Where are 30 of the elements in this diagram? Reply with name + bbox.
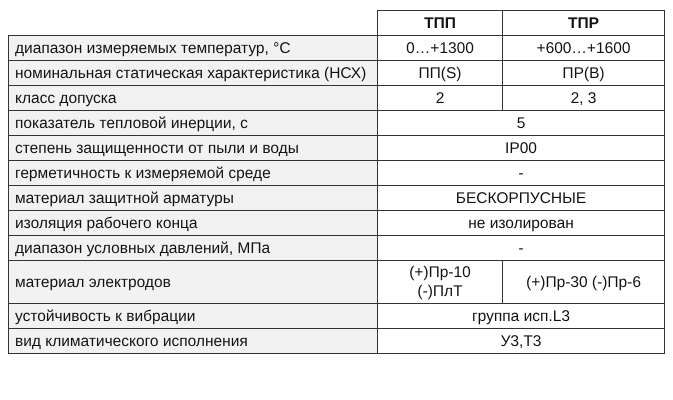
column-header: ТПР	[502, 10, 664, 36]
value-text: ПР(B)	[502, 60, 664, 86]
value-text: -	[378, 160, 664, 186]
row-label: изоляция рабочего конца	[8, 210, 378, 236]
value-text: БЕСКОРПУСНЫЕ	[378, 186, 664, 210]
value-text: (+)Пр-10 (-)ПлТ	[378, 260, 502, 304]
value-text: 2	[378, 86, 502, 110]
row-label: герметичность к измеряемой среде	[8, 160, 378, 186]
row-label: номинальная статическая характеристика (НСХ)	[8, 60, 378, 86]
value-text: IP00	[378, 136, 664, 160]
value-text: 0…+1300	[378, 36, 502, 60]
row-label: материал защитной арматуры	[8, 186, 378, 210]
value-text: У3,Т3	[378, 328, 664, 354]
row-label: показатель тепловой инерции, с	[8, 110, 378, 136]
row-label: вид климатического исполнения	[8, 328, 378, 354]
value-text: ПП(S)	[378, 60, 502, 86]
value-text: 2, 3	[502, 86, 664, 110]
row-label: материал электродов	[8, 260, 378, 304]
value-text: группа исп.L3	[378, 304, 664, 328]
row-label: устойчивость к вибрации	[8, 304, 378, 328]
value-text: -	[378, 236, 664, 260]
row-label: класс допуска	[8, 86, 378, 110]
row-label: диапазон условных давлений, МПа	[8, 236, 378, 260]
row-label: степень защищенности от пыли и воды	[8, 136, 378, 160]
value-text: не изолирован	[378, 210, 664, 236]
value-text: (+)Пр-30 (-)Пр-6	[502, 260, 664, 304]
row-label: диапазон измеряемых температур, °С	[8, 36, 378, 60]
value-text: +600…+1600	[502, 36, 664, 60]
value-text: 5	[378, 110, 664, 136]
column-header: ТПП	[378, 10, 502, 36]
